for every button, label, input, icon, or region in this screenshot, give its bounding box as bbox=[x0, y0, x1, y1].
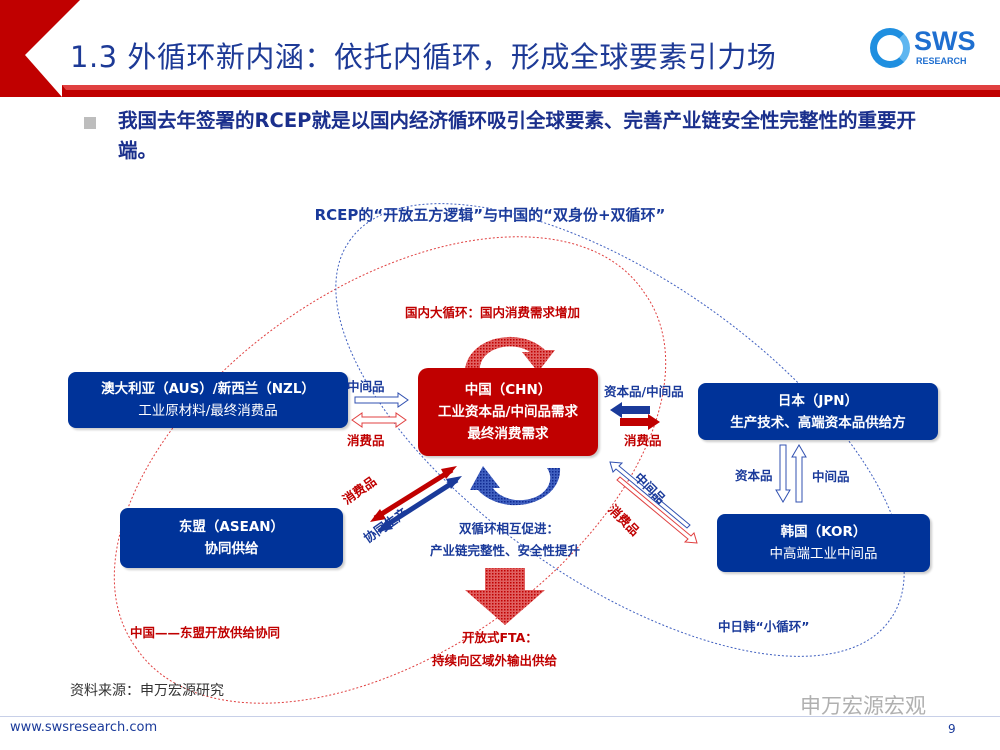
bullet-icon bbox=[84, 117, 96, 129]
cjk-ellipse bbox=[335, 203, 905, 657]
kor-intermediate-arrow bbox=[609, 461, 691, 529]
aus-consumer-arrow bbox=[351, 412, 407, 428]
aus-desc: 工业原材料/最终消费品 bbox=[138, 403, 278, 419]
box-aus-nzl: 澳大利亚（AUS）/新西兰（NZL） 工业原材料/最终消费品 bbox=[68, 372, 348, 428]
box-korea: 韩国（KOR） 中高端工业中间品 bbox=[717, 514, 930, 572]
china-desc-2: 最终消费需求 bbox=[467, 426, 549, 442]
fta-arrow bbox=[465, 568, 545, 625]
label-domestic-loop: 国内大循环：国内消费需求增加 bbox=[405, 305, 581, 320]
label-jpn-capital: 资本品/中间品 bbox=[604, 384, 684, 399]
watermark: 申万宏源宏观 bbox=[800, 694, 926, 718]
aus-title: 澳大利亚（AUS）/新西兰（NZL） bbox=[101, 381, 315, 397]
label-fta-2: 持续向区域外输出供给 bbox=[432, 653, 558, 668]
aus-intermediate-arrow bbox=[354, 392, 409, 408]
china-title: 中国（CHN） bbox=[464, 382, 552, 398]
header-band bbox=[0, 0, 1000, 97]
label-aus-consumer: 消费品 bbox=[347, 433, 385, 448]
label-aus-intermediate: 中间品 bbox=[347, 379, 385, 394]
label-china-asean: 中国——东盟开放供给协同 bbox=[130, 625, 281, 640]
label-dual-loop-1: 双循环相互促进： bbox=[459, 521, 560, 536]
china-desc-1: 工业资本品/中间品需求 bbox=[438, 404, 578, 420]
box-china: 中国（CHN） 工业资本品/中间品需求 最终消费需求 bbox=[418, 368, 598, 456]
asean-desc: 协同供给 bbox=[204, 541, 259, 557]
jk-capital-arrow bbox=[775, 444, 791, 503]
slide-title: 1.3 外循环新内涵：依托内循环，形成全球要素引力场 bbox=[70, 40, 777, 74]
kor-consumer-arrow bbox=[616, 476, 698, 544]
sws-logo: SWS RESEARCH bbox=[870, 26, 990, 74]
box-asean: 东盟（ASEAN） 协同供给 bbox=[120, 508, 343, 568]
box-japan: 日本（JPN） 生产技术、高端资本品供给方 bbox=[698, 383, 938, 440]
asean-title: 东盟（ASEAN） bbox=[178, 519, 285, 535]
korea-desc: 中高端工业中间品 bbox=[769, 546, 878, 562]
source-note: 资料来源：申万宏源研究 bbox=[70, 683, 224, 699]
japan-title: 日本（JPN） bbox=[777, 392, 859, 409]
jpn-capital-arrow bbox=[610, 402, 650, 418]
label-cjk: 中日韩“小循环” bbox=[718, 619, 810, 634]
asean-consumer-arrow bbox=[373, 467, 454, 521]
asean-coproduction-arrow bbox=[380, 477, 459, 531]
korea-title: 韩国（KOR） bbox=[780, 524, 867, 540]
label-jk-intermediate: 中间品 bbox=[812, 469, 850, 484]
label-jk-capital: 资本品 bbox=[735, 468, 773, 483]
jpn-consumer-arrow bbox=[620, 414, 660, 430]
label-fta-1: 开放式FTA： bbox=[462, 630, 538, 645]
china-asean-ellipse bbox=[113, 236, 667, 704]
jk-intermediate-arrow bbox=[791, 444, 807, 503]
japan-desc: 生产技术、高端资本品供给方 bbox=[730, 414, 906, 431]
dual-loop-arrow bbox=[470, 466, 561, 506]
label-jpn-consumer: 消费品 bbox=[624, 433, 662, 448]
diagram-title: RCEP的“开放五方逻辑”与中国的“双身份+双循环” bbox=[314, 206, 666, 224]
domestic-loop-arrow bbox=[465, 336, 555, 372]
label-dual-loop-2: 产业链完整性、安全性提升 bbox=[430, 543, 581, 558]
bullet-text: 我国去年签署的RCEP就是以国内经济循环吸引全球要素、完善产业链安全性完整性的重… bbox=[118, 109, 916, 162]
footer-url[interactable]: www.swsresearch.com bbox=[10, 720, 158, 735]
footer-divider bbox=[0, 716, 1000, 717]
page-number: 9 bbox=[948, 722, 956, 736]
